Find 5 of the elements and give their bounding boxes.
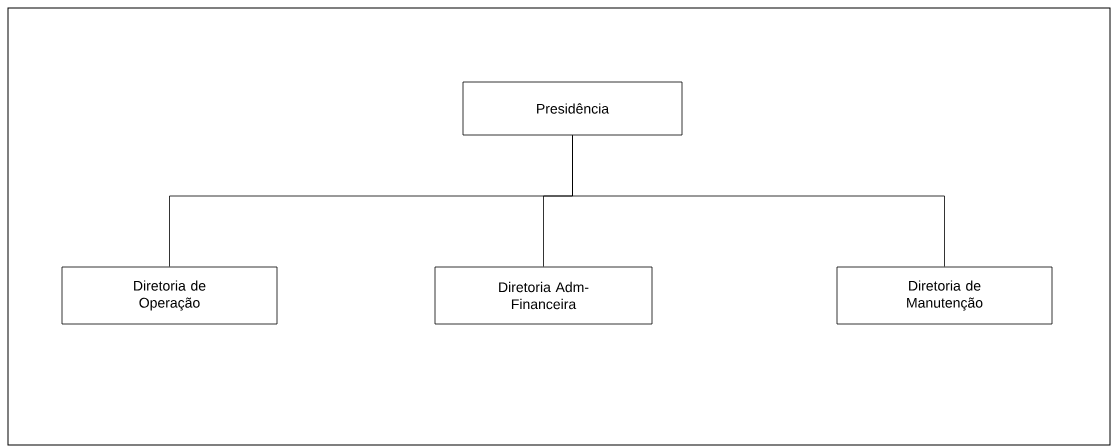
- org-box: Diretoria Adm-Financeira: [434, 266, 653, 325]
- org-box: Diretoria de Operação: [61, 266, 278, 325]
- connector-line: [572, 135, 945, 267]
- org-box: Diretoria de Manutenção: [836, 266, 1053, 325]
- org-box: Presidência: [462, 81, 683, 136]
